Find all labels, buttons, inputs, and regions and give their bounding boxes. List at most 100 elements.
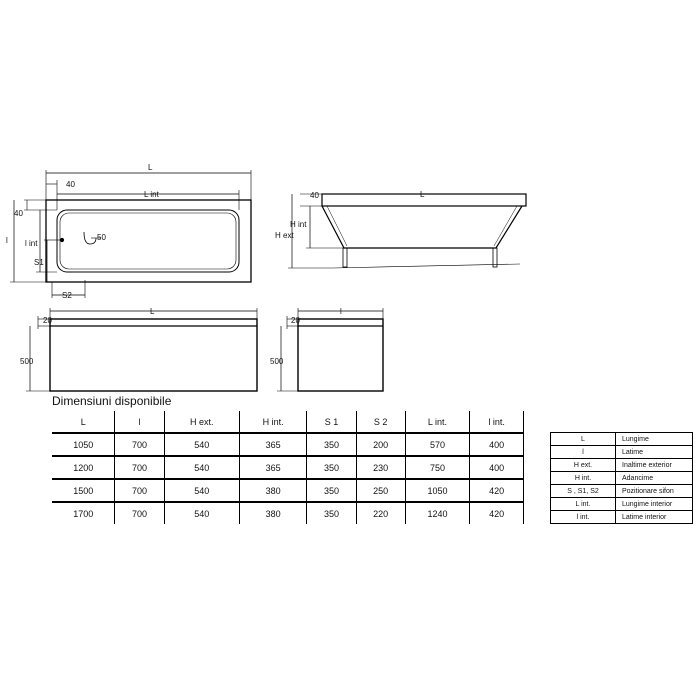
end-l-label: l [340,307,342,316]
drain-hole [59,237,65,243]
end-panel-view [277,308,384,392]
top-L-label: L [148,163,153,172]
legend-value: Latime [615,445,693,459]
table-cell: 1700 [73,508,94,519]
table-cell: 700 [114,502,165,524]
table-cell: 200 [355,432,406,457]
end-20-label: 20 [291,316,300,325]
table-cell: 540 [194,462,210,473]
table-cell: 380 [238,502,308,524]
top-S2-label: S2 [62,291,72,300]
side-L-label: L [420,190,425,199]
table-title: Dimensiuni disponibile [52,394,172,408]
side-40-label: 40 [310,191,319,200]
legend-row: l Latime [550,445,693,459]
table-cell: 365 [238,432,308,457]
legend-key: l int. [550,510,616,524]
table-cell: 365 [238,456,308,479]
legend-value: Lungime [615,432,693,446]
front-L-label: L [150,307,155,316]
header-cell: l int. [469,411,524,433]
legend-value: Adancime [615,471,693,485]
table-cell: 400 [469,456,524,479]
table-cell: 350 [323,508,339,519]
side-Hext-label: H ext [275,231,294,240]
header-cell: S 1 [324,416,339,427]
legend-row: L int. Lungime interior [550,497,693,511]
header-cell: L int. [427,416,448,427]
end-panel [297,318,384,392]
legend-key: l [550,445,616,459]
tub-basin-inner [59,212,237,270]
leg-right [492,247,498,268]
table-row: 1050 700 540 365 350 200 570 400 [52,432,524,457]
top-Lint-label: L int [144,190,160,199]
table-cell: 1050 [405,478,470,503]
table-cell: 350 [306,478,357,503]
table-cell: 540 [194,508,210,519]
legend-key: S , S1, S2 [550,484,616,498]
legend-key: H int. [550,471,616,485]
table-cell: 220 [355,502,406,524]
tub-body [321,205,523,249]
table-cell: 1200 [73,462,94,473]
end-500-label: 500 [270,357,284,366]
header-cell: l [114,411,165,433]
table-cell: 420 [469,478,524,503]
table-cell: 540 [164,432,240,457]
table-cell: 1050 [52,432,115,457]
table-row: 1700 700 540 380 350 220 1240 420 [52,502,524,524]
table-cell: 700 [114,456,165,479]
table-cell: 250 [355,478,406,503]
front-500-label: 500 [20,357,34,366]
legend-row: H ext. Inaltime exterior [550,458,693,472]
dimensions-table: L l H ext. H int. S 1 S 2 L int. l int. … [52,411,524,524]
top-40-label: 40 [66,180,75,189]
table-cell: 700 [114,432,165,457]
header-cell: H ext. [189,416,214,427]
legend-value: Lungime interior [615,497,693,511]
header-cell: L [80,416,86,427]
table-cell: 380 [238,478,308,503]
tub-basin [56,209,240,273]
leg-left [342,247,348,268]
left-40-label: 40 [14,209,23,218]
floor-line [332,263,521,269]
table-cell: 420 [469,502,524,524]
table-cell: 570 [405,432,470,457]
table-cell: 1240 [427,508,448,519]
top-S1-label: S1 [34,258,44,267]
side-view [288,193,527,269]
top-view [10,170,252,298]
legend-row: S , S1, S2 Pozitionare sifon [550,484,693,498]
legend-key: H ext. [550,458,616,472]
side-Hint-label: H int [290,220,307,229]
legend-value: Inaltime exterior [615,458,693,472]
legend-row: L Lungime [550,432,693,446]
top-l-label: l [6,236,8,245]
table-cell: 1500 [52,478,115,503]
legend-value: Pozitionare sifon [615,484,693,498]
legend-table: L Lungime l Latime H ext. Inaltime exter… [550,432,693,524]
front-panel [49,318,258,392]
table-cell: 700 [114,478,165,503]
header-cell: S 2 [355,411,406,433]
table-row: 1500 700 540 380 350 250 1050 420 [52,478,524,503]
technical-drawing: L 40 L int 40 l l int S1 S2 50 [6,163,527,392]
legend-value: Latime interior [615,510,693,524]
table-header-row: L l H ext. H int. S 1 S 2 L int. l int. [52,411,524,433]
tub-outline [45,199,252,283]
table-cell: 350 [323,462,339,473]
table-cell: 350 [306,432,357,457]
drain-50-label: 50 [97,233,106,242]
legend-key: L int. [550,497,616,511]
top-lint-label: l int [25,239,38,248]
front-panel-view [26,308,258,392]
front-20-label: 20 [43,316,52,325]
legend-row: H int. Adancime [550,471,693,485]
header-cell: H int. [238,411,308,433]
table-cell: 230 [355,456,406,479]
table-cell: 750 [429,462,445,473]
legend-key: L [550,432,616,446]
